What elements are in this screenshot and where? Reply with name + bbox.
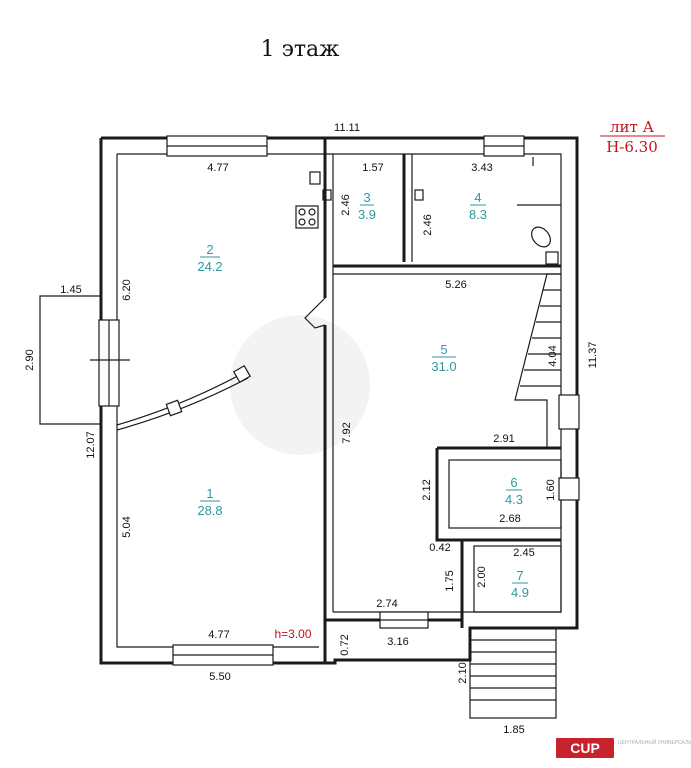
dim-room1-bottom: 4.77: [208, 629, 229, 641]
room-2-area: 24.2: [197, 259, 222, 274]
room-labels: 2 24.2 1 28.8 3 3.9 4 8.3 5 31.0 6 4.3 7…: [197, 190, 529, 600]
logo-text: CUP: [570, 740, 600, 756]
dim-left-total: 12.07: [85, 431, 97, 459]
room-5-area: 31.0: [431, 359, 456, 374]
window-right-lower: [558, 477, 580, 501]
ceiling-height-label: h=3.00: [274, 627, 311, 641]
dim-room2-side: 6.20: [121, 279, 133, 300]
dim-room4-top: 3.43: [471, 162, 492, 174]
room-1-number: 1: [206, 486, 213, 501]
dim-room3-top: 1.57: [362, 162, 383, 174]
room-7-number: 7: [516, 568, 523, 583]
dim-top-total: 11.11: [334, 122, 360, 134]
dim-room5-bottom: 2.74: [376, 598, 397, 610]
dim-room7-top: 2.45: [513, 547, 534, 559]
dim-stair-out-bottom: 1.85: [503, 724, 524, 736]
brand-logo: CUP ЦЕНТРАЛЬНЫЙ УНИВЕРСАЛЬНЫЙ РИЭЛТОР: [556, 738, 691, 758]
dim-room1-side: 5.04: [121, 516, 133, 537]
dim-porch-top: 1.45: [60, 284, 81, 296]
dim-room7-side-b: 2.00: [476, 566, 488, 587]
windows: [98, 135, 580, 666]
dim-room6-right: 1.60: [545, 479, 557, 500]
room-2-number: 2: [206, 242, 213, 257]
dim-room5-top: 5.26: [445, 279, 466, 291]
arc-partition: [116, 364, 252, 431]
dim-bottom-mid: 3.16: [387, 636, 408, 648]
room-3-area: 3.9: [358, 207, 376, 222]
watermark: [230, 315, 370, 455]
dim-room5-side: 7.92: [341, 422, 353, 443]
stove-icon: [295, 171, 321, 229]
dim-offset: 0.72: [339, 634, 351, 655]
dim-stair-side: 4.04: [547, 345, 559, 366]
dim-bottom-left: 5.50: [209, 671, 230, 683]
dim-right-total: 11.37: [587, 342, 599, 369]
dim-room6-left: 2.12: [421, 479, 433, 500]
room-4-number: 4: [474, 190, 481, 205]
room-6-number: 6: [510, 475, 517, 490]
door: [304, 297, 326, 329]
dim-room3-side: 2.46: [340, 194, 352, 215]
floor-title: 1 этаж: [261, 37, 340, 62]
room-3-number: 3: [363, 190, 370, 205]
dim-stair-out-side: 2.10: [457, 662, 469, 683]
interior-stairs: [514, 273, 561, 448]
dim-room6-bottom: 2.68: [499, 513, 520, 525]
exterior-stairs: [469, 627, 557, 719]
toilet-icon: [322, 157, 561, 265]
porch: [39, 295, 130, 425]
dim-room5-step: 2.91: [493, 433, 514, 445]
dim-gap: 0.42: [429, 542, 450, 554]
dim-porch-side: 2.90: [24, 349, 36, 370]
room-7-area: 4.9: [511, 585, 529, 600]
dimension-labels: 11.11 4.77 1.57 3.43 2.46 2.46 6.20 1.45…: [24, 122, 599, 736]
window-right-upper: [558, 394, 580, 430]
room-6-area: 4.3: [505, 492, 523, 507]
room-4-area: 8.3: [469, 207, 487, 222]
lit-height-label: Н-6.30: [606, 138, 658, 156]
dim-room2-top: 4.77: [207, 162, 228, 174]
lit-label: лит А: [610, 118, 655, 136]
room-5-number: 5: [440, 342, 447, 357]
room-1-area: 28.8: [197, 503, 222, 518]
dim-room4-side: 2.46: [422, 214, 434, 235]
logo-side-text: ЦЕНТРАЛЬНЫЙ УНИВЕРСАЛЬНЫЙ РИЭЛТОР: [618, 738, 691, 746]
dim-room7-side-a: 1.75: [444, 570, 456, 591]
